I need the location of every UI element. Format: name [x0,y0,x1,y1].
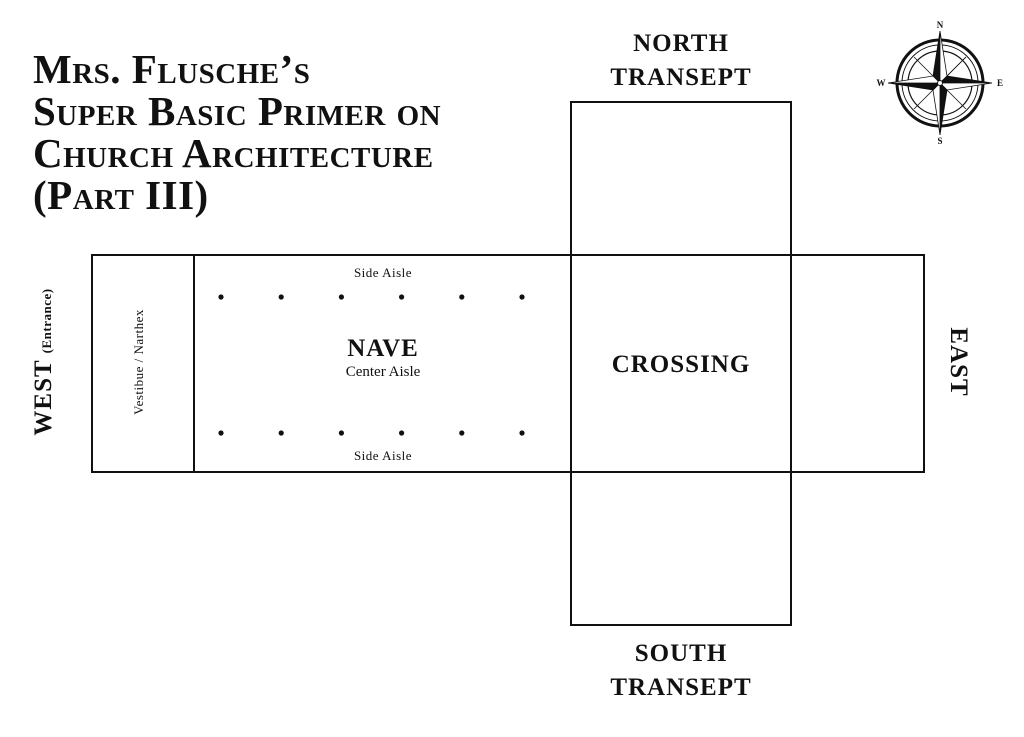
east-label: EAST [945,327,972,397]
north-transept-label: NORTH TRANSEPT [571,27,791,95]
side-aisle-top-label: Side Aisle [353,265,413,280]
title-line-3: Church Architecture [33,130,434,176]
title-line-1: Mrs. Flusche’s [33,46,311,92]
north-label-line-2: TRANSEPT [610,64,752,91]
nave-columns [218,294,525,436]
compass-s: S [937,136,942,146]
column-dot [278,430,284,436]
column-dot [218,430,224,436]
compass-e: E [997,78,1003,88]
column-dot [399,294,405,300]
vestibule-label: Vestibue / Narthex [131,309,146,415]
south-label-line-2: TRANSEPT [610,674,752,701]
entrance-text: (Entrance) [39,288,54,354]
west-label: WEST (Entrance) [30,288,58,435]
south-label-line-1: SOUTH [634,640,728,667]
column-dot [218,294,224,300]
south-transept-label: SOUTH TRANSEPT [571,637,791,705]
center-aisle-label: Center Aisle [345,364,421,380]
column-dot [459,430,465,436]
column-dot [519,430,525,436]
side-aisle-bottom-label: Side Aisle [353,448,413,463]
title-line-2: Super Basic Primer on [33,88,442,134]
north-label-line-1: NORTH [633,30,729,57]
crossing-label: CROSSING [611,351,751,378]
west-text: WEST [30,359,57,436]
column-dot [519,294,525,300]
main-hall-outline [91,254,925,473]
title-line-4: (Part III) [33,172,209,218]
column-dot [338,430,344,436]
nave-label: NAVE [347,335,419,362]
column-dot [399,430,405,436]
compass-n: N [937,20,944,30]
compass-rose-icon: N S E W [877,20,1004,146]
page-title: Mrs. Flusche’s Super Basic Primer on Chu… [33,48,441,216]
column-dot [338,294,344,300]
column-dot [278,294,284,300]
south-transept-box [570,471,792,626]
north-transept-box [570,101,792,256]
compass-w: W [877,78,886,88]
column-dot [459,294,465,300]
